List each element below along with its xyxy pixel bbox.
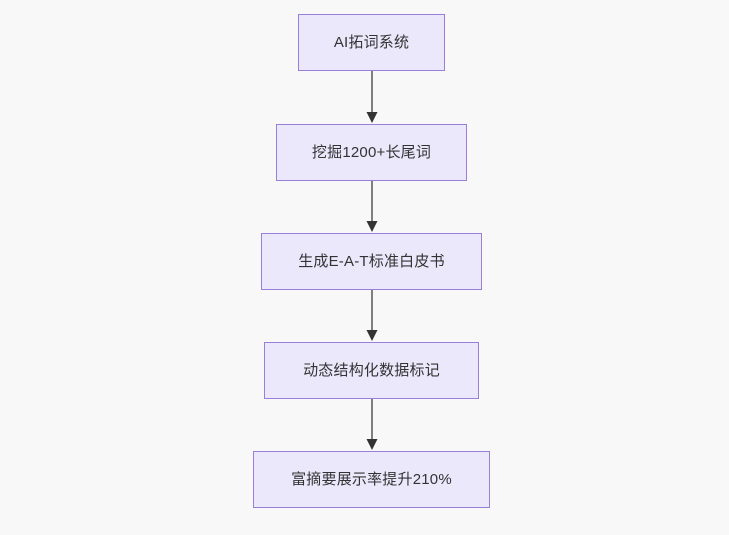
connector-node3-to-node4 <box>360 290 384 342</box>
flow-node-3-label: 生成E-A-T标准白皮书 <box>298 252 445 270</box>
flow-node-4[interactable]: 动态结构化数据标记 <box>264 342 479 399</box>
flow-node-1[interactable]: AI拓词系统 <box>298 14 445 71</box>
flow-node-4-label: 动态结构化数据标记 <box>303 361 440 379</box>
flow-node-2-label: 挖掘1200+长尾词 <box>311 143 432 161</box>
flow-node-5[interactable]: 富摘要展示率提升210% <box>253 451 490 508</box>
connector-node2-to-node3 <box>360 181 384 233</box>
flow-node-5-label: 富摘要展示率提升210% <box>291 470 452 488</box>
flow-node-3[interactable]: 生成E-A-T标准白皮书 <box>261 233 482 290</box>
connector-node1-to-node2 <box>360 71 384 124</box>
flow-node-2[interactable]: 挖掘1200+长尾词 <box>276 124 467 181</box>
flow-node-1-label: AI拓词系统 <box>333 33 410 51</box>
connector-node4-to-node5 <box>360 399 384 451</box>
